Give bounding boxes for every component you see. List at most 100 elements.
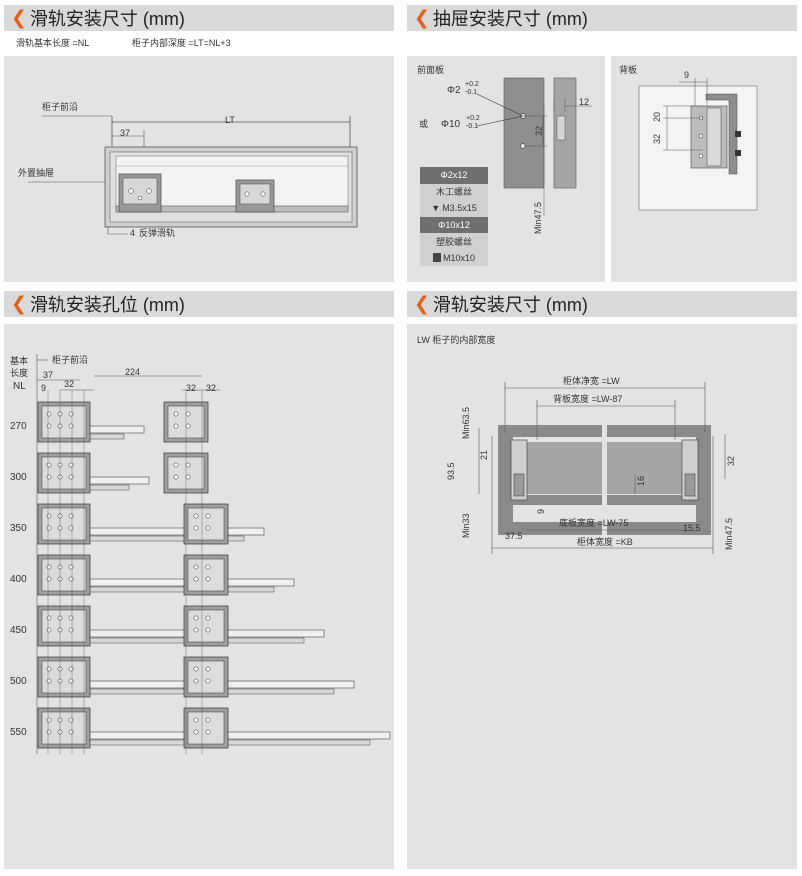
screw-hole	[68, 627, 74, 633]
screw-hole	[205, 615, 211, 621]
screw-hole	[185, 474, 191, 480]
phi2-tolerance-plus: +0.2	[465, 81, 479, 88]
back-width-label: 背板宽度 =LW-87	[553, 394, 623, 404]
screw-hole	[173, 411, 179, 417]
front-bracket-plate	[41, 558, 87, 592]
header-length: 长度	[10, 368, 29, 378]
screw-hole	[68, 474, 74, 480]
screw-hole	[68, 576, 74, 582]
screw-hole	[193, 666, 199, 672]
dim-12: 12	[579, 97, 590, 107]
screw-hole	[205, 717, 211, 723]
screw-hole	[46, 462, 52, 468]
nl-length-label: 450	[10, 625, 27, 636]
bottom-width-label: 底板宽度 =LW-75	[559, 518, 629, 528]
screw-hole	[205, 564, 211, 570]
screw-hole	[46, 627, 52, 633]
rebound-rail-label: 反弹滑轨	[139, 228, 176, 238]
phi10-label: Φ10	[441, 119, 461, 130]
screw-hole	[46, 717, 52, 723]
dim-21: 21	[479, 449, 489, 460]
screw-hole	[68, 678, 74, 684]
screw-hole	[193, 564, 199, 570]
net-width-label: 柜体净宽 =LW	[563, 376, 620, 386]
front-bracket-plate	[41, 660, 87, 694]
lt-dimension: LT	[225, 115, 235, 125]
front-bracket-plate	[41, 507, 87, 541]
screw-hole	[193, 729, 199, 735]
screw-legend: Φ2x12 木工螺丝 ▼M3.5x15 Φ10x12 塑胶螺丝 M10x10	[420, 167, 488, 266]
dim-37-5: 37.5	[505, 531, 523, 541]
rail	[63, 578, 295, 587]
screw-hole	[193, 627, 199, 633]
dim-15-5: 15.5	[683, 523, 701, 533]
dim-9: 9	[41, 383, 47, 393]
cabinet-front-label: 柜子前沿	[42, 102, 79, 112]
rear-bracket-plate	[187, 609, 225, 643]
dim-32-back: 32	[652, 133, 662, 144]
rear-bracket-plate	[187, 660, 225, 694]
dim-9: 9	[684, 70, 690, 80]
screw-icon: ▼	[431, 203, 441, 214]
screw-hole	[193, 678, 199, 684]
screw-hole	[68, 513, 74, 519]
legend-phi2x12: Φ2x12	[420, 167, 488, 184]
min47-label: Min47.5	[724, 517, 734, 550]
external-drawer-label: 外置抽屉	[18, 168, 55, 178]
screw-hole	[173, 423, 179, 429]
cab-width-label: 柜体宽度 =KB	[577, 537, 633, 547]
min47-label: Min47.5	[533, 201, 543, 234]
chevron-left-icon: ❮	[414, 7, 430, 29]
rear-bracket-plate	[187, 711, 225, 745]
drawer-front-diagram	[476, 77, 592, 216]
chevron-left-icon: ❮	[11, 7, 27, 29]
legend-m10x10: M10x10	[420, 249, 488, 266]
header-basic: 基本	[10, 356, 29, 366]
legend-phi10x12: Φ10x12	[420, 216, 488, 233]
min63-label: Min63.5	[461, 406, 471, 439]
dim-20: 20	[652, 111, 662, 122]
legend-wood-screw: 木工螺丝	[420, 183, 488, 200]
cabinet-front-label: 柜子前沿	[52, 355, 89, 365]
section-header-install-size: ❮ 滑轨安装尺寸 (mm)	[4, 5, 394, 31]
section-header-install-size-2: ❮ 滑轨安装尺寸 (mm)	[407, 291, 797, 317]
section-title: 滑轨安装尺寸 (mm)	[29, 9, 185, 29]
screw-hole	[46, 525, 52, 531]
screw-hole	[68, 729, 74, 735]
back-panel-label: 背板	[619, 65, 638, 75]
screw-hole	[46, 474, 52, 480]
phi2-label: Φ2	[447, 85, 461, 96]
chevron-left-icon: ❮	[414, 293, 430, 315]
section-title: 滑轨安装尺寸 (mm)	[432, 295, 588, 315]
screw-hole	[185, 462, 191, 468]
width-diagram	[478, 382, 726, 554]
screw-hole	[68, 423, 74, 429]
lw-label: LW 柜子的内部宽度	[417, 335, 496, 345]
dim-16: 16	[636, 475, 646, 486]
screw-hole	[68, 525, 74, 531]
screw-hole	[205, 525, 211, 531]
min33-label: Min33	[461, 513, 471, 538]
legend-m35x15: ▼M3.5x15	[420, 200, 488, 217]
screw-hole	[46, 513, 52, 519]
nl-length-label: 400	[10, 574, 27, 585]
screw-hole	[205, 678, 211, 684]
nl-length-label: 550	[10, 727, 27, 738]
dim-32: 32	[726, 455, 736, 466]
section-header-hole-positions: ❮ 滑轨安装孔位 (mm)	[4, 291, 394, 317]
plug-icon	[432, 253, 441, 263]
rear-bracket-plate	[187, 558, 225, 592]
nl-length-label: 350	[10, 523, 27, 534]
legend-plastic-screw: 塑胶螺丝	[420, 233, 488, 250]
dim-224: 224	[125, 367, 141, 377]
screw-hole	[46, 615, 52, 621]
panel-install-size: 柜子前沿 LT 37 外置抽屉 4 反弹滑轨	[4, 56, 394, 282]
section-header-drawer-install: ❮ 抽屉安装尺寸 (mm)	[407, 5, 797, 31]
screw-hole	[193, 513, 199, 519]
dim-32-c: 32	[206, 383, 217, 393]
screw-hole	[193, 615, 199, 621]
screw-hole	[205, 627, 211, 633]
screw-hole	[193, 525, 199, 531]
screw-hole	[205, 576, 211, 582]
screw-hole	[46, 678, 52, 684]
